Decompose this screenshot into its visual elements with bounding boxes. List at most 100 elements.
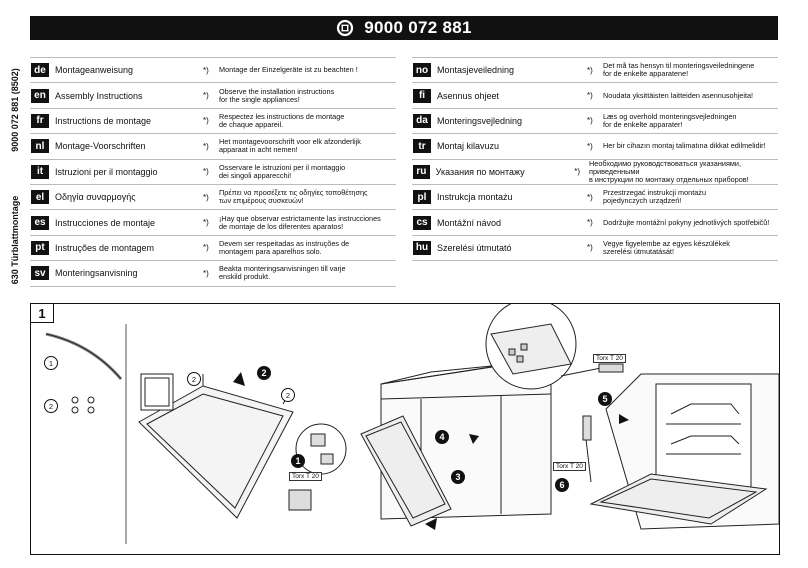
lang-code: tr	[413, 139, 431, 154]
language-row: fi Asennus ohjeet *) Noudata yksittäisten l…	[412, 82, 778, 107]
step-marker-1: 1	[291, 454, 305, 468]
lang-note: Devem ser respeitadas as instruções de m…	[219, 238, 350, 256]
side-title: 630 Türblattmontage	[10, 195, 20, 285]
part-callout-1: 1	[44, 356, 58, 370]
lang-code: da	[413, 113, 431, 128]
lang-note: Vegye figyelembe az egyes készülékek sze…	[603, 238, 730, 256]
footnote-marker: *)	[587, 91, 593, 101]
lang-title: Szerelési útmutató	[437, 242, 512, 253]
lang-note: Her bir cihazın montaj talimatına dikkat…	[603, 141, 766, 151]
language-row: pt Instruções de montagem *) Devem ser resp…	[30, 234, 396, 260]
footnote-marker: *)	[203, 268, 209, 278]
lang-note: Noudata yksittäisten laitteiden asennuso…	[603, 90, 754, 100]
footnote-marker: *)	[587, 65, 593, 75]
lang-code: hu	[413, 240, 431, 255]
step-marker-4: 4	[435, 430, 449, 444]
lang-code: pl	[413, 190, 431, 205]
lang-code: sv	[31, 266, 49, 281]
lang-title: Montážní návod	[437, 217, 502, 228]
lang-note: Respectez les instructions de montage de…	[219, 111, 345, 129]
tool-label: Torx T 20	[289, 472, 322, 481]
footnote-marker: *)	[587, 218, 593, 228]
part-callout-2c: 2	[281, 388, 295, 402]
footnote-marker: *)	[587, 192, 593, 202]
footnote-marker: *)	[587, 243, 593, 253]
lang-title: Istruzioni per il montaggio	[55, 166, 158, 177]
language-row: ru Указания по монтажу *) Необходимо руково…	[412, 158, 778, 184]
part-callout-2b: 2	[187, 372, 201, 386]
lang-note: Het montagevoorschrift voor elk afzonder…	[219, 137, 361, 155]
lang-code: it	[31, 164, 49, 179]
lang-title: Montaj kilavuzu	[437, 141, 500, 152]
lang-note: Det må tas hensyn til monteringsveiledni…	[603, 61, 755, 79]
lang-title: Asennus ohjeet	[437, 90, 500, 101]
side-part-number: 9000 072 881 (8502)	[10, 68, 20, 152]
lang-title: Instrukcja montażu	[437, 192, 513, 203]
lang-code: en	[31, 88, 49, 103]
footnote-marker: *)	[203, 243, 209, 253]
lang-code: el	[31, 190, 49, 205]
footnote-marker: *)	[203, 192, 209, 202]
footnote-marker: *)	[203, 141, 209, 151]
part-callout-2: 2	[44, 399, 58, 413]
step-marker-6: 6	[555, 478, 569, 492]
step-marker-5: 5	[598, 392, 612, 406]
side-margin-text: 9000 072 881 (8502) 630 Türblattmontage	[2, 50, 28, 284]
lang-title: Οδηγία συναρμογής	[55, 192, 136, 203]
footnote-marker: *)	[203, 218, 209, 228]
lang-note: Osservare le istruzioni per il montaggio…	[219, 162, 346, 180]
lang-note: Observe the installation instructions fo…	[219, 86, 335, 104]
bosch-logo-icon	[337, 19, 354, 37]
tool-label: Torx T 20	[553, 462, 586, 471]
lang-code: pt	[31, 240, 49, 255]
lang-code: nl	[31, 139, 49, 154]
language-row: hu Szerelési útmutató *) Vegye figyelembe a…	[412, 234, 778, 262]
document-header: 9000 072 881	[30, 16, 778, 40]
lang-title: Montageanweisung	[55, 65, 134, 76]
lang-note: Læs og overhold monteringsvejledningen f…	[603, 111, 737, 129]
lang-title: Instruções de montagem	[55, 242, 155, 253]
footnote-marker: *)	[574, 167, 581, 177]
language-row: it Istruzioni per il montaggio *) Osservare…	[30, 158, 396, 184]
lang-note: Необходимо руководствоваться указаниями,…	[589, 158, 749, 184]
assembly-illustration	[45, 304, 779, 544]
lang-code: fi	[413, 88, 431, 103]
language-row: el Οδηγία συναρμογής *) Πρέπει να προσέξετε…	[30, 183, 396, 209]
language-row: no Montasjeveiledning *) Det må tas hensyn …	[412, 57, 778, 82]
footnote-marker: *)	[203, 116, 209, 126]
figure-number: 1	[31, 304, 54, 323]
lang-code: fr	[31, 113, 49, 128]
lang-code: no	[413, 63, 431, 78]
language-row: fr Instructions de montage *) Respectez les…	[30, 107, 396, 133]
step-marker-3: 3	[451, 470, 465, 484]
footnote-marker: *)	[587, 116, 593, 126]
lang-title: Instrucciones de montaje	[55, 217, 156, 228]
footnote-marker: *)	[203, 167, 209, 177]
lang-code: ru	[413, 164, 430, 179]
lang-title: Instructions de montage	[55, 115, 152, 126]
lang-title: Указания по монтажу	[435, 166, 525, 177]
lang-title: Montasjeveiledning	[437, 65, 515, 76]
lang-note: Beakta monteringsanvisningen till varje …	[219, 264, 346, 282]
footnote-marker: *)	[587, 141, 593, 151]
document-number: 9000 072 881	[364, 18, 472, 37]
assembly-figure: 1	[30, 303, 780, 555]
tool-label: Torx T 20	[593, 354, 626, 363]
lang-code: de	[31, 63, 49, 78]
step-marker-2: 2	[257, 366, 271, 380]
lang-code: cs	[413, 215, 431, 230]
lang-title: Assembly Instructions	[55, 90, 143, 101]
language-list-right: no Montasjeveiledning *) Det må tas hensyn …	[412, 57, 778, 262]
footnote-marker: *)	[203, 65, 209, 75]
language-row: tr Montaj kilavuzu *) Her bir cihazın monta…	[412, 133, 778, 158]
lang-note: Πρέπει να προσέξετε τις οδηγίες τοποθέτη…	[219, 188, 368, 206]
